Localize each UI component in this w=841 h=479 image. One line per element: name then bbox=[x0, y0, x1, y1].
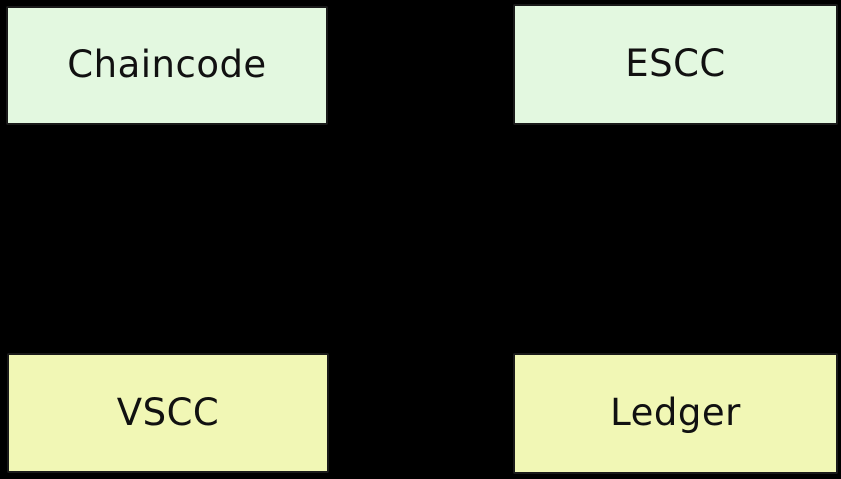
node-ledger-label: Ledger bbox=[610, 391, 741, 434]
node-ledger[interactable]: Ledger bbox=[513, 353, 838, 474]
node-escc-label: ESCC bbox=[625, 42, 726, 85]
node-vscc[interactable]: VSCC bbox=[7, 353, 329, 473]
node-chaincode-label: Chaincode bbox=[67, 43, 267, 86]
node-vscc-label: VSCC bbox=[116, 390, 220, 434]
node-chaincode[interactable]: Chaincode bbox=[6, 6, 328, 125]
node-escc[interactable]: ESCC bbox=[513, 4, 838, 125]
